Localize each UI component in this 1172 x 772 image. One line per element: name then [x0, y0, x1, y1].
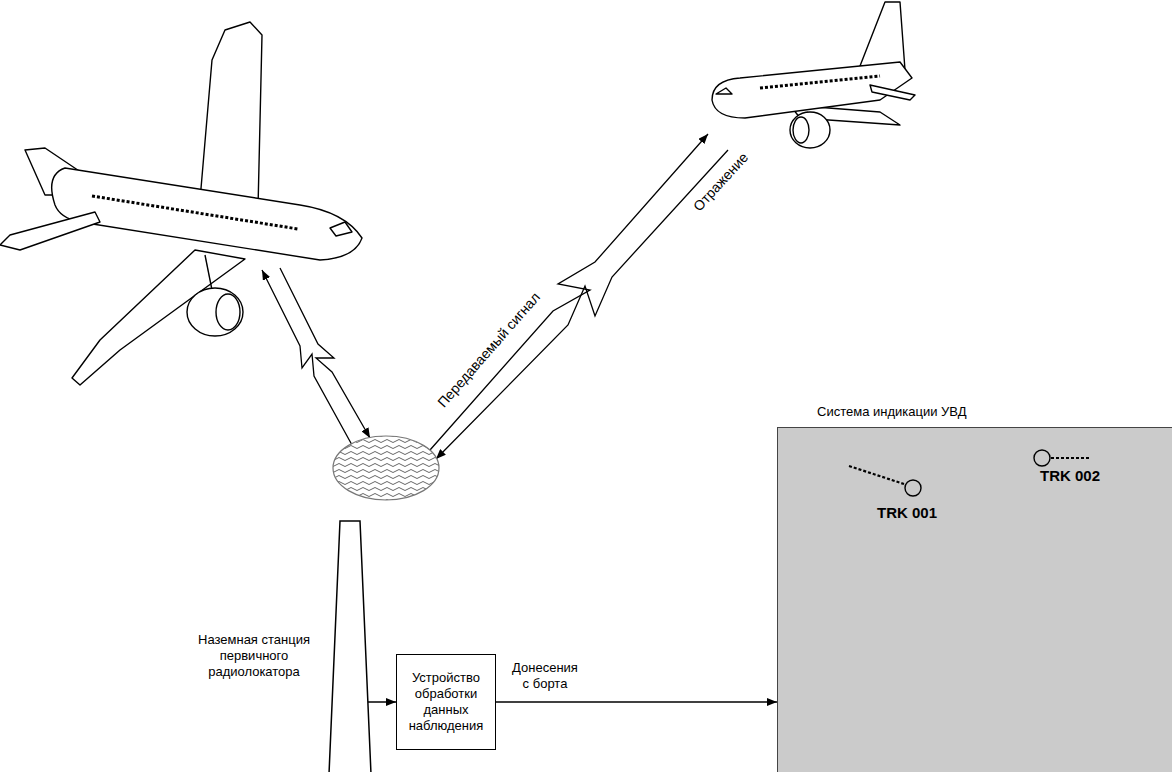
signal-line: [436, 150, 728, 459]
tower-shape: [329, 521, 371, 772]
airplane-fuselage: [712, 62, 912, 118]
airplane-engine: [790, 112, 830, 148]
track-history: [849, 466, 904, 484]
airplane-fuselage: [52, 168, 362, 260]
signal-line: [280, 268, 370, 438]
display-heading: Система индикации УВД: [817, 404, 967, 420]
airplane-pylon: [205, 255, 212, 290]
station-label: Наземная станция первичного радиолокатор…: [190, 632, 318, 680]
signal-label: Отражение: [690, 149, 752, 215]
edge-label: Донесения с борта: [510, 660, 580, 692]
box-text: Устройство обработки данных наблюдения: [401, 670, 491, 734]
airplane-pylon: [805, 112, 808, 115]
track-symbols: [778, 428, 1172, 772]
processing-box: Устройство обработки данных наблюдения: [396, 654, 496, 750]
radar-station: Наземная станция первичного радиолокатор…: [328, 520, 372, 772]
airplane-wing: [790, 105, 900, 125]
signal-label: Передаваемый сигнал: [434, 289, 544, 411]
airplane-stabilizer: [870, 85, 915, 100]
airplane-wing: [200, 22, 262, 208]
airplane-wing: [72, 250, 245, 385]
signal-line: [430, 134, 708, 450]
track-label: TRK 001: [877, 504, 937, 522]
connector-arrow: [368, 701, 396, 703]
signal-line: [262, 270, 352, 445]
track-symbol: [1034, 450, 1050, 466]
left-airplane: [0, 22, 362, 385]
airplane-windows: [760, 76, 880, 88]
airplane-stabilizer: [0, 212, 100, 250]
airplane-engine-intake: [793, 117, 809, 143]
connector-arrow: [496, 701, 777, 703]
track-symbol: [905, 480, 921, 496]
atc-display: Система индикации УВД: [777, 427, 1172, 772]
airplane-windows: [92, 196, 298, 229]
airplane-fin: [860, 2, 905, 70]
radar-antenna: [333, 436, 439, 500]
airplane-engine: [187, 288, 243, 336]
airplane-fin: [25, 148, 100, 195]
right-airplane: [712, 2, 915, 148]
tower-outline: [328, 520, 372, 772]
track-history: [1051, 457, 1090, 459]
airplane-cockpit: [330, 222, 352, 236]
radio-signals: [262, 134, 728, 459]
track-label: TRK 002: [1040, 467, 1100, 485]
airplane-engine-intake: [216, 294, 240, 330]
airplane-cockpit: [716, 88, 732, 94]
